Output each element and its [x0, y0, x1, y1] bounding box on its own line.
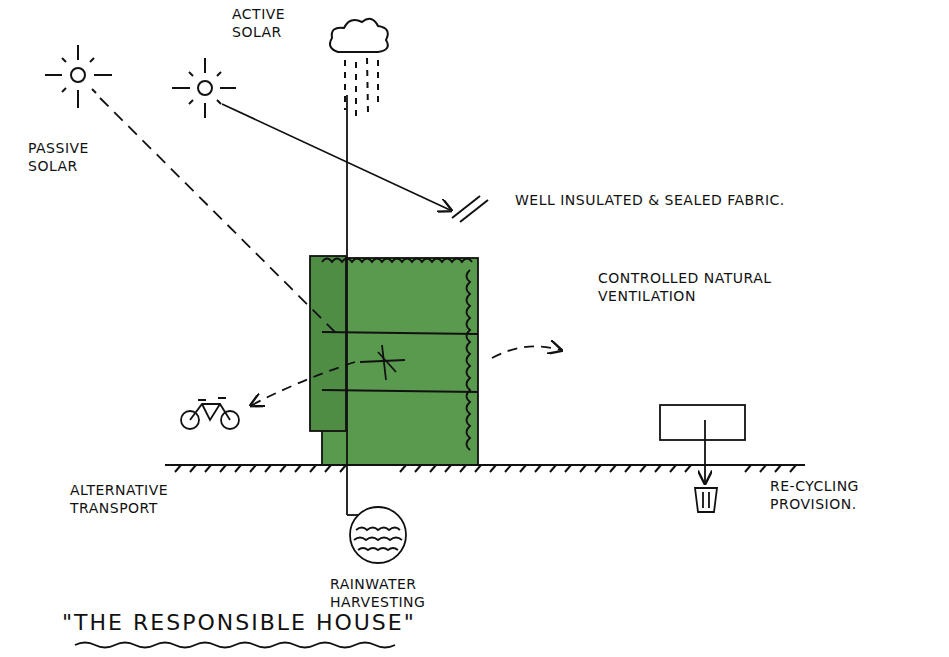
diagram-title: "THE RESPONSIBLE HOUSE": [62, 610, 416, 635]
title-underline: [75, 643, 395, 648]
note-label: WELL INSULATED & SEALED FABRIC.: [515, 192, 785, 210]
note-label: RE-CYCLING PROVISION.: [770, 478, 900, 513]
active-sun: [172, 58, 236, 118]
active-solar-ray: [222, 104, 450, 210]
solar-panel: [452, 196, 488, 222]
rainwater-tank: [350, 507, 406, 563]
note-label: PASSIVE SOLAR: [28, 140, 118, 175]
note-label: ALTERNATIVE TRANSPORT: [70, 482, 210, 517]
pipe-to-tank: [347, 514, 358, 516]
rain-cloud: [330, 19, 388, 120]
bicycle-symbol: [181, 398, 239, 429]
note-label: CONTROLLED NATURAL VENTILATION: [598, 270, 813, 305]
passive-solar-ray: [100, 98, 338, 335]
ventilation-arrow: [492, 346, 560, 358]
house: [310, 256, 478, 465]
passive-sun: [45, 45, 112, 108]
ventilation-arrow: [252, 362, 355, 405]
recycling-symbol: [660, 405, 745, 512]
note-label: ACTIVE SOLAR: [232, 6, 312, 41]
ground-line: [165, 465, 805, 472]
note-label: RAINWATER HARVESTING: [330, 576, 455, 611]
downpipe: [346, 95, 348, 515]
